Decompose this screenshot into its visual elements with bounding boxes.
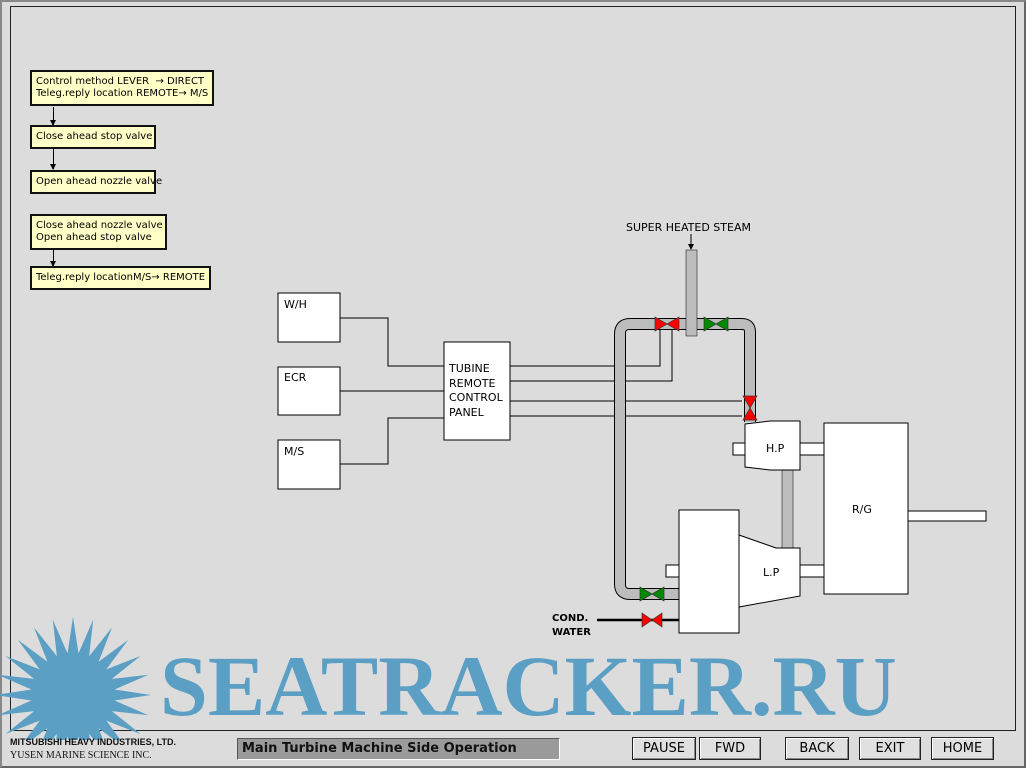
panel-label: CONTROL [449, 391, 504, 404]
arrow-down-icon [50, 249, 56, 267]
turbine-diagram: SUPER HEATED STEAM W/H ECR M/S TUBINE RE… [0, 221, 987, 740]
diagram-panel [10, 6, 1016, 731]
step-2: Close ahead stop valve [30, 125, 156, 149]
panel-label: REMOTE [449, 377, 495, 390]
watermark: SEATRACKER.RU [160, 638, 897, 734]
cond-water-valve[interactable] [641, 612, 663, 628]
screen-title: Main Turbine Machine Side Operation [237, 738, 560, 760]
ms-label: M/S [284, 445, 304, 458]
panel-label: PANEL [449, 406, 485, 419]
reduction-gear [823, 422, 909, 595]
fwd-button[interactable]: FWD [699, 737, 761, 760]
wh-label: W/H [284, 298, 307, 311]
remote-control-panel[interactable] [443, 341, 511, 441]
exit-button[interactable]: EXIT [859, 737, 921, 760]
ahead-stop-valve[interactable] [703, 316, 729, 332]
panel-label: TUBINE [448, 362, 490, 375]
hp-label: H.P [766, 442, 785, 455]
steam-label: SUPER HEATED STEAM [626, 221, 751, 234]
condenser [678, 509, 740, 634]
cond-water-label: WATER [552, 627, 591, 638]
company-name-1: MITSUBISHI HEAVY INDUSTRIES, LTD. [10, 737, 177, 747]
step-4: Close ahead nozzle valve Open ahead stop… [30, 214, 167, 250]
ecr-label: ECR [284, 371, 307, 384]
hp-inlet-valve[interactable] [742, 395, 758, 421]
step-1: Control method LEVER → DIRECT Teleg.repl… [30, 70, 215, 106]
arrow-down-icon [50, 107, 56, 126]
ms-box[interactable] [277, 439, 341, 490]
hp-turbine [744, 420, 801, 471]
ahead-nozzle-valve[interactable] [654, 316, 680, 332]
propeller-shaft [907, 510, 987, 522]
lp-bypass-valve[interactable] [639, 586, 665, 602]
step-3: Open ahead nozzle valve [30, 170, 162, 194]
cond-water-label: COND. [552, 613, 588, 624]
step-5: Teleg.reply locationM/S→ REMOTE [30, 266, 212, 290]
wh-box[interactable] [277, 292, 341, 343]
back-button[interactable]: BACK [785, 737, 849, 760]
company-name-2: YUSEN MARINE SCIENCE INC. [10, 750, 152, 761]
arrow-down-icon [50, 149, 56, 170]
sun-logo-icon [0, 617, 151, 740]
rg-label: R/G [852, 503, 872, 516]
ecr-box[interactable] [277, 366, 341, 416]
home-button[interactable]: HOME [931, 737, 994, 760]
pause-button[interactable]: PAUSE [632, 737, 696, 760]
lp-label: L.P [763, 566, 780, 579]
